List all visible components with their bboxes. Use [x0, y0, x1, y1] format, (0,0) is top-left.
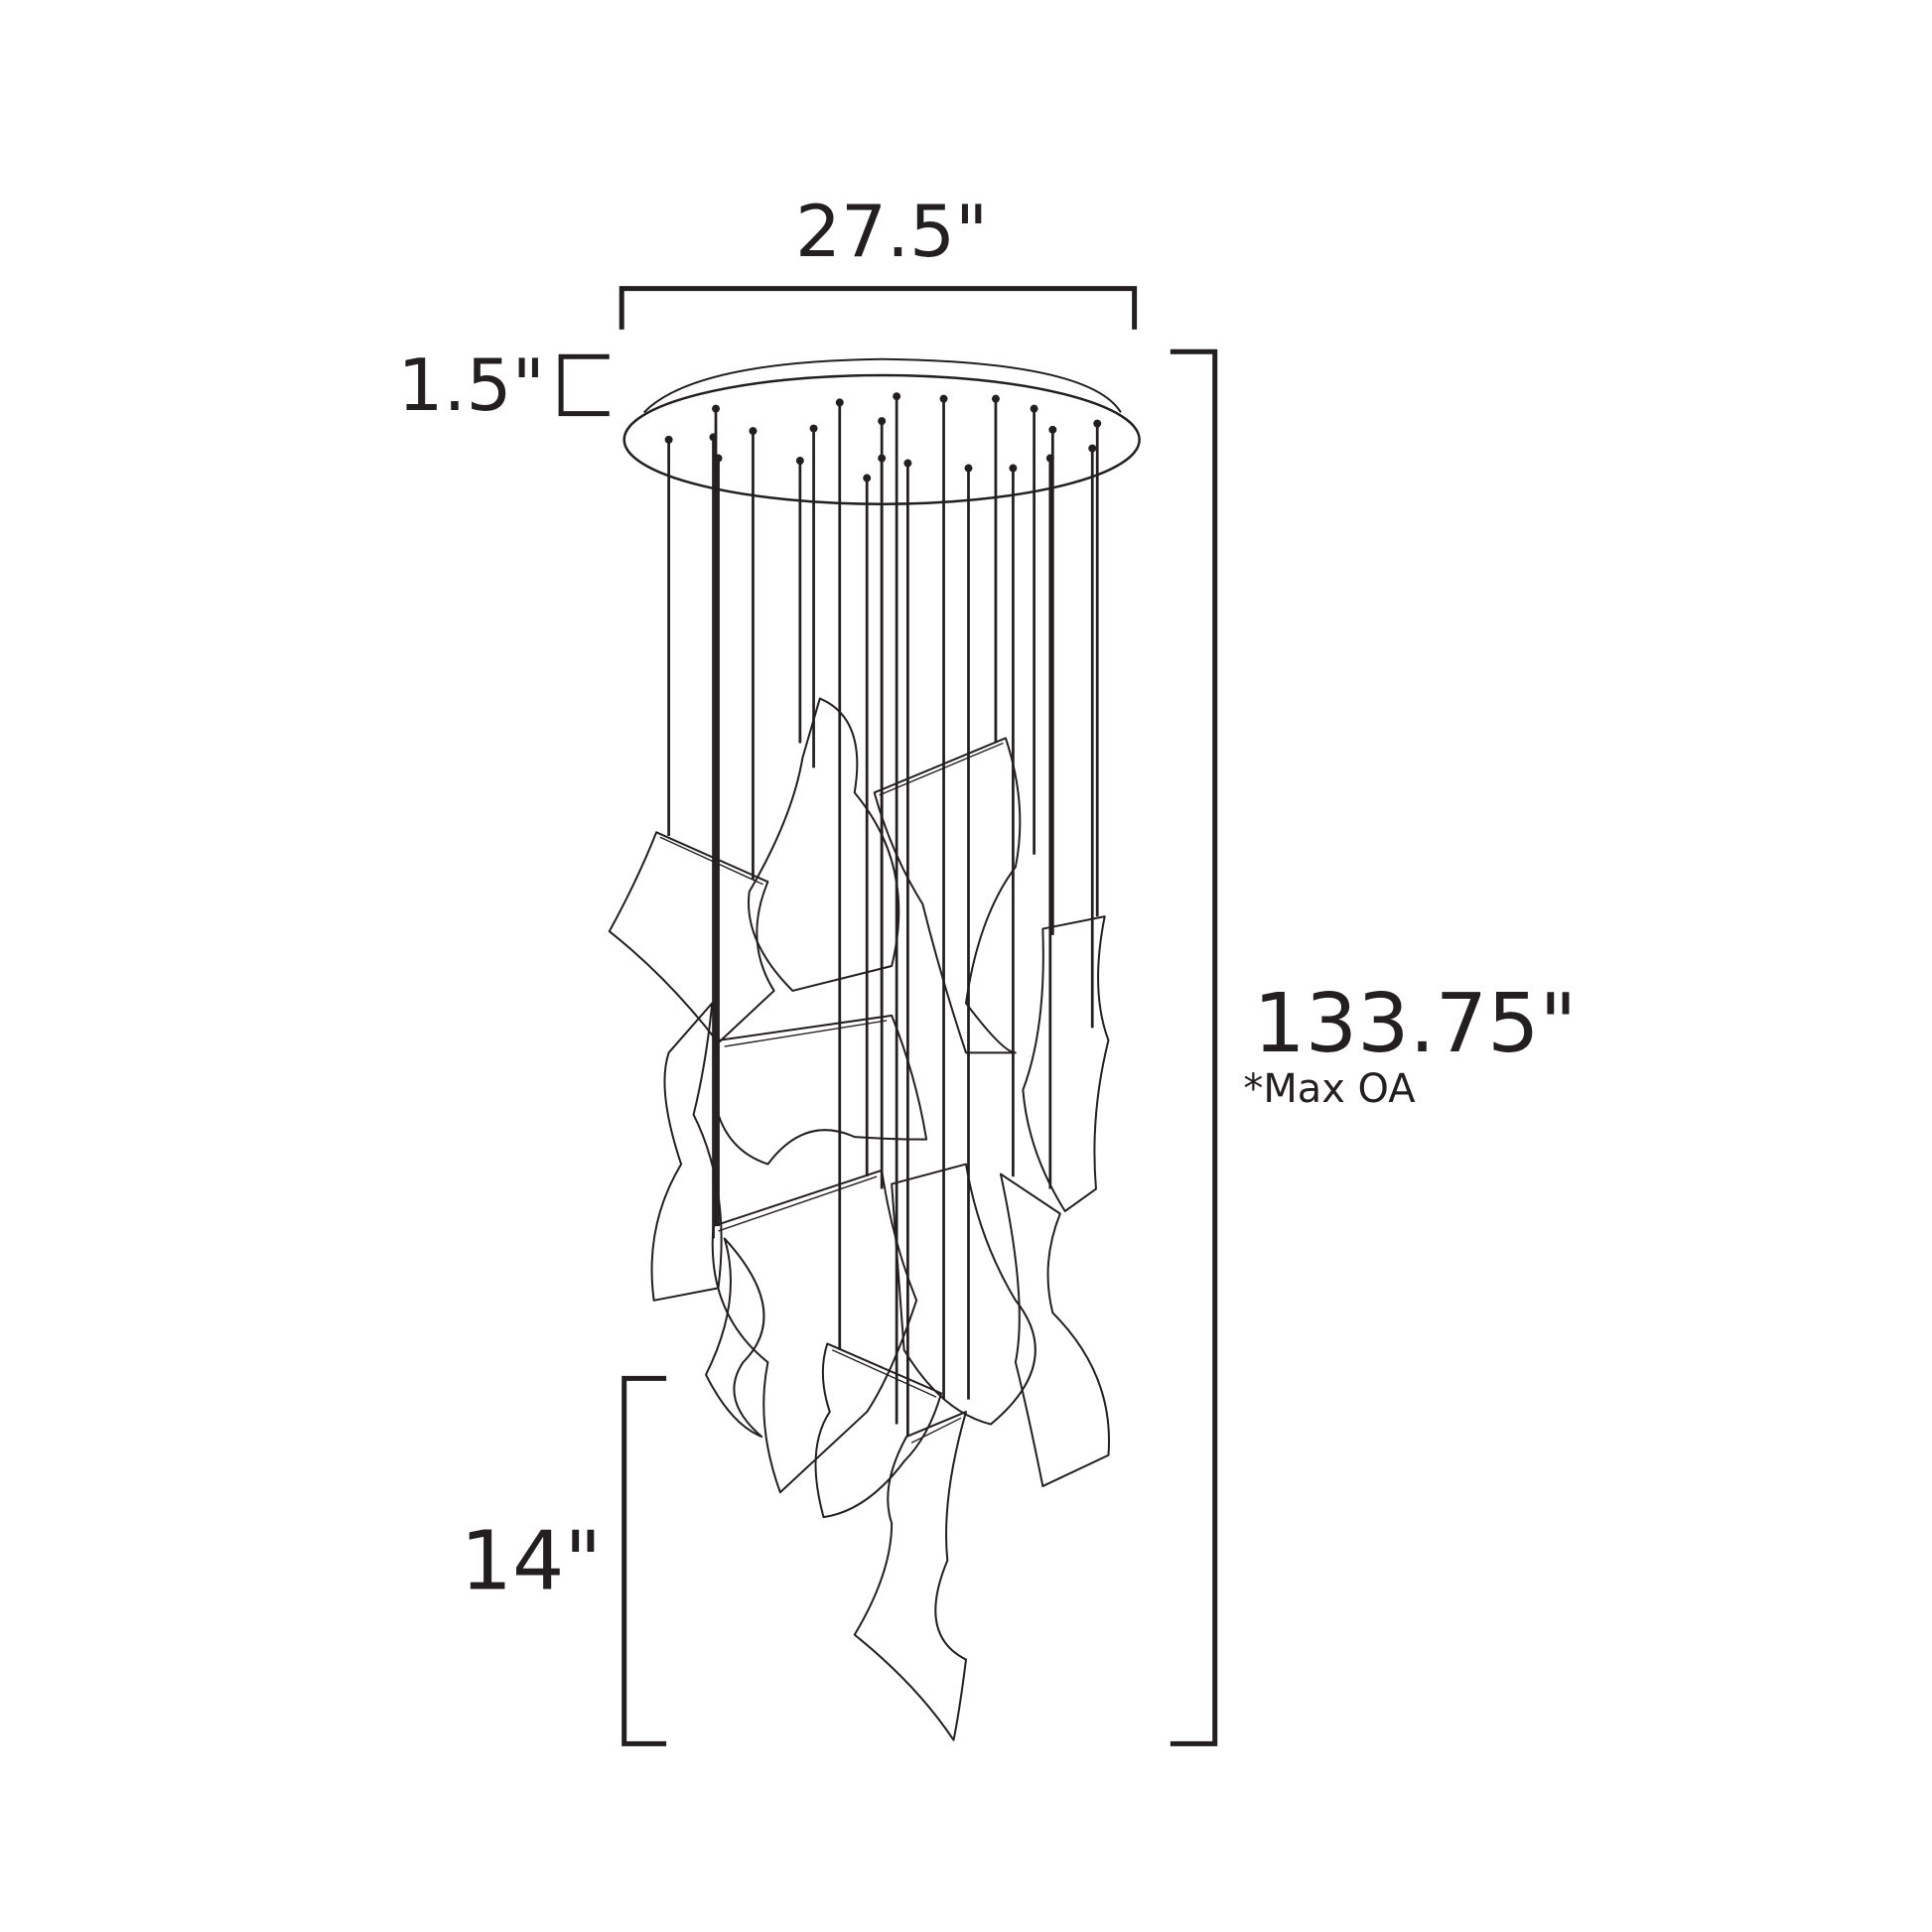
- width-bracket: [619, 286, 1138, 330]
- glass-pendant: [853, 1411, 967, 1741]
- rod-mount-point: [878, 454, 887, 463]
- glass-pendant: [608, 831, 775, 1044]
- width-dimension: 27.5": [619, 191, 1138, 330]
- pendant-height-bracket: [621, 1375, 667, 1746]
- overall-height-bracket: [1170, 348, 1218, 1746]
- rod-mount-point: [893, 392, 901, 401]
- glass-pendant: [705, 1237, 765, 1439]
- rod-mount-point: [863, 474, 872, 483]
- rod-mount-point: [1093, 419, 1102, 428]
- overall-height-note: *Max OA: [1243, 1066, 1415, 1112]
- glass-pendant: [717, 1014, 928, 1166]
- rod-mount-point: [714, 454, 723, 463]
- glass-pendant: [814, 1342, 943, 1519]
- canopy-height-label: 1.5": [398, 345, 545, 428]
- glass-pendant: [873, 737, 1022, 1054]
- canopy-height-bracket: [558, 353, 610, 417]
- rod-mount-point: [903, 459, 912, 468]
- pendant-height-label: 14": [461, 1514, 603, 1608]
- glass-pendant: [891, 1163, 1036, 1426]
- rod-mount-point: [749, 427, 758, 436]
- glass-pendant: [650, 1002, 723, 1302]
- glass-pendant: [748, 697, 900, 992]
- rod-mount-point: [1030, 404, 1038, 413]
- rod-mount-point: [1009, 464, 1018, 473]
- rod-mount-point: [809, 424, 818, 433]
- glass-pendant: [1022, 915, 1110, 1212]
- rod-mount-point: [1048, 425, 1057, 434]
- overall-height-dimension: 133.75" *Max OA: [1170, 348, 1577, 1746]
- rod-mount-point: [964, 464, 973, 473]
- suspension-rods: [664, 392, 1102, 1438]
- rod-mount-point: [991, 394, 1000, 403]
- rod-mount-point: [1045, 454, 1054, 463]
- glass-pendant: [999, 1173, 1111, 1487]
- rod-mount-point: [712, 404, 721, 413]
- rod-mount-point: [939, 394, 948, 403]
- rod-mount-point: [1088, 444, 1097, 453]
- pendant-height-dimension: 14": [461, 1375, 667, 1746]
- glass-pendants: [608, 697, 1111, 1741]
- rod-mount-point: [709, 433, 718, 442]
- overall-height-label: 133.75": [1253, 977, 1577, 1071]
- rod-mount-point: [878, 417, 887, 426]
- rod-mount-point: [835, 398, 844, 407]
- rod-mount-point: [795, 457, 804, 466]
- width-label: 27.5": [795, 191, 988, 274]
- glass-pendant: [711, 1169, 918, 1494]
- canopy-height-dimension: 1.5": [398, 345, 610, 428]
- rod-mount-point: [664, 435, 673, 444]
